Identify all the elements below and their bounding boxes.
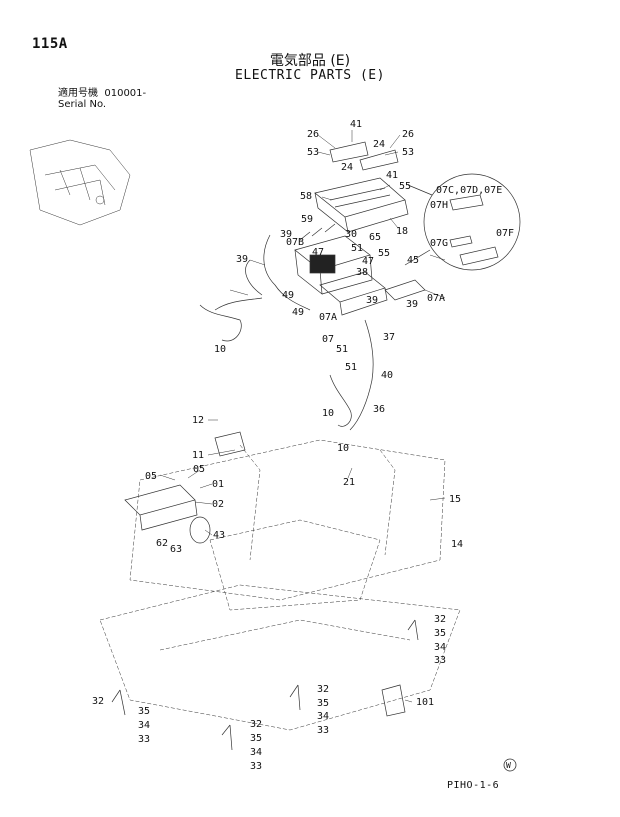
callout: 41 [386, 170, 398, 181]
w-mark-icon: W [503, 758, 517, 772]
title-japanese: 電気部品 (E) [269, 53, 351, 69]
detail-connectors [449, 194, 499, 266]
page-id: 115A [32, 36, 68, 52]
callout: 32 [92, 696, 104, 707]
callout: 33 [317, 725, 329, 736]
callout: 07B [286, 237, 304, 248]
callout: 21 [343, 477, 355, 488]
detail-circle [423, 173, 521, 271]
callout: 39 [406, 299, 418, 310]
callout: 10 [322, 408, 334, 419]
callout: 55 [399, 181, 411, 192]
callout: 63 [170, 544, 182, 555]
callout: 15 [449, 494, 461, 505]
callout: 14 [451, 539, 463, 550]
page-code: PIHO-1-6 [447, 780, 500, 791]
callout: 39 [280, 229, 292, 240]
callout: 32 [317, 684, 329, 695]
callout: 02 [212, 499, 224, 510]
callout: 59 [301, 214, 313, 225]
callout: 39 [366, 295, 378, 306]
callout: 65 [369, 232, 381, 243]
bracket-101 [381, 684, 406, 717]
callout: 11 [192, 450, 204, 461]
callout: 24 [373, 139, 385, 150]
serial-line-jp: 適用号機 010001- [58, 88, 146, 99]
callout: 53 [402, 147, 414, 158]
callout: 35 [317, 698, 329, 709]
callout: 12 [192, 415, 204, 426]
title-english: ELECTRIC PARTS (E) [235, 68, 385, 83]
callout: 34 [250, 747, 262, 758]
callout: 32 [250, 719, 262, 730]
callout: 18 [396, 226, 408, 237]
callout: 55 [378, 248, 390, 259]
w-mark: W [506, 761, 511, 770]
main-frame [99, 439, 461, 731]
callout: 41 [350, 119, 362, 130]
ground-straps [111, 619, 419, 751]
callout-labels: 41 26 26 53 53 24 24 41 55 58 18 59 30 6… [92, 119, 514, 772]
callout: 51 [336, 344, 348, 355]
callout: 35 [434, 628, 446, 639]
machine-overview-sketch [29, 139, 131, 226]
controller-bracket [329, 141, 399, 171]
callout: 51 [345, 362, 357, 373]
callout: 07G [430, 238, 448, 249]
wire-harness-right [329, 319, 374, 431]
callout: 01 [212, 479, 224, 490]
callout: 40 [381, 370, 393, 381]
horn-bracket [214, 431, 246, 457]
serial-value: 010001- [104, 88, 147, 99]
serial-label-en: Serial No. [58, 99, 107, 110]
sensor-43 [189, 516, 211, 544]
relay-block [294, 223, 373, 295]
callout: 07A [427, 293, 445, 304]
callout: 07H [430, 200, 448, 211]
callout: 47 [362, 256, 374, 267]
callout: 47 [312, 247, 324, 258]
callout: 32 [434, 614, 446, 625]
controller-unit [314, 177, 409, 233]
callout: 34 [317, 711, 329, 722]
callout: 49 [282, 290, 294, 301]
leader-lines [159, 130, 446, 703]
callout: 34 [434, 642, 446, 653]
wire-harness-left [199, 234, 311, 342]
callout: 07C,07D,07E [436, 185, 502, 196]
callout: 43 [213, 530, 225, 541]
serial-label-jp: 適用号機 [58, 88, 98, 99]
callout: 07 [322, 334, 334, 345]
callout: 49 [292, 307, 304, 318]
callout: 101 [416, 697, 434, 708]
callout: 36 [373, 404, 385, 415]
callout: 10 [337, 443, 349, 454]
callout: 53 [307, 147, 319, 158]
callout: 07A [319, 312, 337, 323]
callout: 33 [138, 734, 150, 745]
callout: 35 [138, 706, 150, 717]
callout: 10 [214, 344, 226, 355]
serial-block: 適用号機 010001- Serial No. [58, 88, 146, 110]
callout: 33 [250, 761, 262, 772]
callout: 26 [307, 129, 319, 140]
callout: 39 [236, 254, 248, 265]
callout: 51 [351, 243, 363, 254]
terminal-block [124, 484, 198, 531]
callout: 37 [383, 332, 395, 343]
callout: 38 [356, 267, 368, 278]
callout: 45 [407, 255, 419, 266]
callout: 07F [496, 228, 514, 239]
callout: 05 [145, 471, 157, 482]
callout: 33 [434, 655, 446, 666]
callout: 30 [345, 229, 357, 240]
callout: 05 [193, 464, 205, 475]
callout: 35 [250, 733, 262, 744]
callout: 26 [402, 129, 414, 140]
callout: 34 [138, 720, 150, 731]
callout: 24 [341, 162, 353, 173]
callout: 62 [156, 538, 168, 549]
callout: 58 [300, 191, 312, 202]
